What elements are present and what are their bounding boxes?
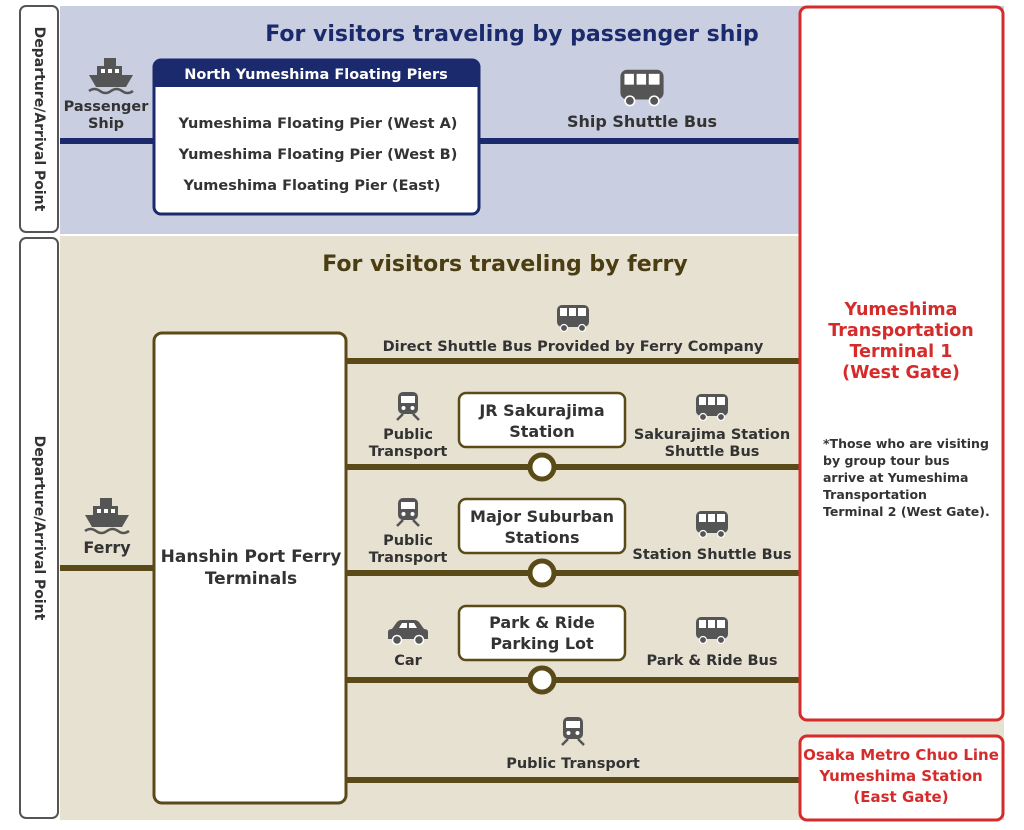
sakurajima-hub-line1: JR Sakurajima [478,401,604,420]
sakurajima-mode-label-line2: Transport [369,444,448,460]
ferry-departure-point-label: Departure/Arrival Point [19,237,59,819]
direct-shuttle-bus-label: Direct Shuttle Bus Provided by Ferry Com… [383,339,764,355]
car-label: Car [394,653,422,669]
ferry-side-label-text: Departure/Arrival Point [31,436,47,621]
north-yumeshima-piers-box: North Yumeshima Floating Piers Yumeshima… [152,58,481,216]
suburban-transfer-stop [527,558,557,588]
suburban-mode-label-line2: Transport [369,550,448,566]
public-transport-label: Public Transport [506,756,640,772]
pier-east: Yumeshima Floating Pier (East) [183,178,441,194]
park-ride-bus-label: Park & Ride Bus [647,653,778,669]
major-suburban-stations-box: Major Suburban Stations [457,497,627,555]
yumeshima-transportation-terminal-1-box: Yumeshima Transportation Terminal 1 (Wes… [798,5,1005,722]
ship-side-label-text: Departure/Arrival Point [31,27,47,212]
east-gate-label-line2: Yumeshima Station [818,767,982,785]
pier-west-b: Yumeshima Floating Pier (West B) [178,147,458,163]
suburban-hub-line1: Major Suburban [470,507,614,526]
osaka-metro-yumeshima-station-box: Osaka Metro Chuo Line Yumeshima Station … [798,734,1005,822]
pier-west-a: Yumeshima Floating Pier (West A) [178,116,458,132]
group-tour-note-line4: Transportation [823,487,927,502]
sakurajima-hub-line2: Station [509,422,574,441]
terminal1-label-line2: Transportation [828,321,974,341]
terminal1-label-line4: (West Gate) [842,363,960,383]
ferry-terminals-label-line2: Terminals [205,569,297,589]
group-tour-note-line3: arrive at Yumeshima [823,470,968,485]
ship-section-title: For visitors traveling by passenger ship [265,22,758,47]
sakurajima-mode-label-line1: Public [383,427,433,443]
ship-departure-point-label: Departure/Arrival Point [19,5,59,233]
ferry-section-title: For visitors traveling by ferry [322,252,687,277]
group-tour-note-line2: by group tour bus [823,453,950,468]
ferry-label: Ferry [83,538,131,557]
east-gate-label-line3: (East Gate) [853,788,948,806]
sakurajima-bus-label-line1: Sakurajima Station [634,427,790,443]
passenger-ship-label-line2: Ship [88,116,124,132]
passenger-ship-label-line1: Passenger [64,99,150,115]
sakurajima-transfer-stop [527,452,557,482]
ship-shuttle-bus-label: Ship Shuttle Bus [567,112,717,131]
terminal1-label-line3: Terminal 1 [850,342,953,362]
suburban-hub-line2: Stations [504,528,579,547]
hanshin-port-ferry-terminals-box: Hanshin Port Ferry Terminals [152,331,348,805]
park-ride-transfer-stop [527,665,557,695]
park-ride-hub-line2: Parking Lot [490,634,594,653]
park-and-ride-parking-lot-box: Park & Ride Parking Lot [457,604,627,662]
group-tour-note-line5: Terminal 2 (West Gate). [823,504,990,519]
park-ride-hub-line1: Park & Ride [489,613,595,632]
terminal1-label-line1: Yumeshima [844,300,958,320]
east-gate-label-line1: Osaka Metro Chuo Line [803,746,999,764]
piers-header: North Yumeshima Floating Piers [184,67,448,83]
suburban-mode-label-line1: Public [383,533,433,549]
sakurajima-bus-label-line2: Shuttle Bus [665,444,760,460]
station-shuttle-bus-label: Station Shuttle Bus [632,547,791,563]
ferry-terminals-label-line1: Hanshin Port Ferry [161,547,342,567]
group-tour-note-line1: *Those who are visiting [823,436,989,451]
jr-sakurajima-station-box: JR Sakurajima Station [457,391,627,449]
